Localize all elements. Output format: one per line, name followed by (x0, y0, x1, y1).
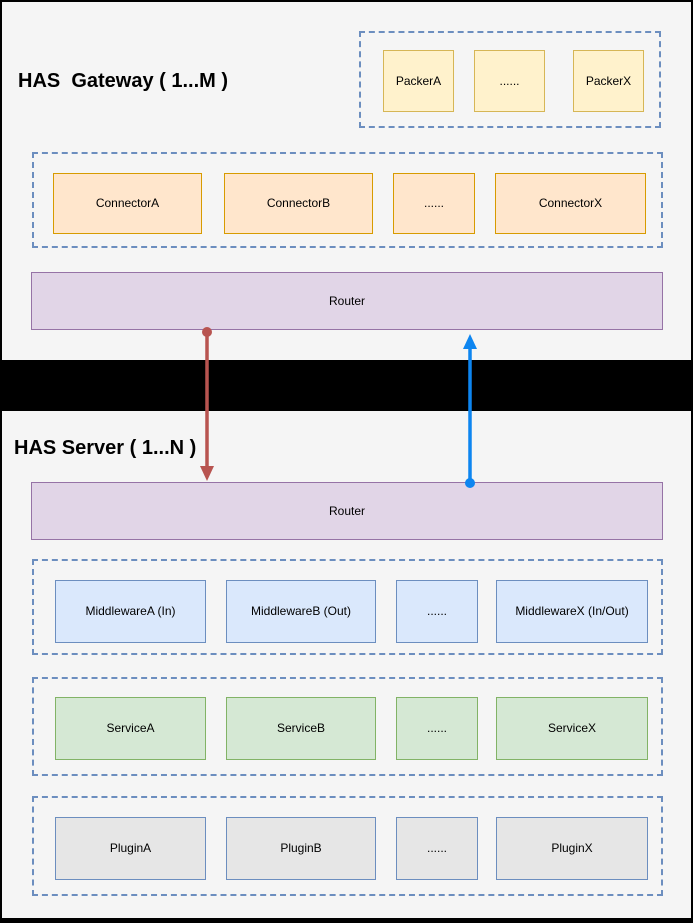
bottom-divider (0, 918, 693, 923)
connector-box: ConnectorB (224, 173, 373, 234)
gateway-title: HAS Gateway ( 1...M ) (18, 70, 229, 92)
packer-box: PackerA (383, 50, 454, 112)
service-box: ServiceA (55, 697, 206, 760)
middleware-box: MiddlewareA (In) (55, 580, 206, 643)
service-box: ServiceB (226, 697, 376, 760)
up-arrowhead-icon (463, 334, 477, 349)
middleware-box: MiddlewareB (Out) (226, 580, 376, 643)
packer-ellipsis-box: ...... (474, 50, 545, 112)
connector-box: ConnectorA (53, 173, 202, 234)
plugin-group: PluginA PluginB ...... PluginX (32, 796, 663, 896)
packer-box: PackerX (573, 50, 644, 112)
connector-group: ConnectorA ConnectorB ...... ConnectorX (32, 152, 663, 248)
service-box: ServiceX (496, 697, 648, 760)
down-arrowhead-icon (200, 466, 214, 481)
packer-group: PackerA ...... PackerX (359, 31, 661, 128)
middleware-group: MiddlewareA (In) MiddlewareB (Out) .....… (32, 559, 663, 655)
middleware-ellipsis-box: ...... (396, 580, 478, 643)
connector-ellipsis-box: ...... (393, 173, 475, 234)
middleware-box: MiddlewareX (In/Out) (496, 580, 648, 643)
server-to-gateway-arrow (463, 334, 477, 488)
gateway-router: Router (31, 272, 663, 330)
service-ellipsis-box: ...... (396, 697, 478, 760)
server-router: Router (31, 482, 663, 540)
connector-box: ConnectorX (495, 173, 646, 234)
service-group: ServiceA ServiceB ...... ServiceX (32, 677, 663, 776)
plugin-box: PluginA (55, 817, 206, 880)
server-title: HAS Server ( 1...N ) (14, 437, 197, 459)
plugin-ellipsis-box: ...... (396, 817, 478, 880)
plugin-box: PluginB (226, 817, 376, 880)
plugin-box: PluginX (496, 817, 648, 880)
section-divider (0, 360, 693, 411)
